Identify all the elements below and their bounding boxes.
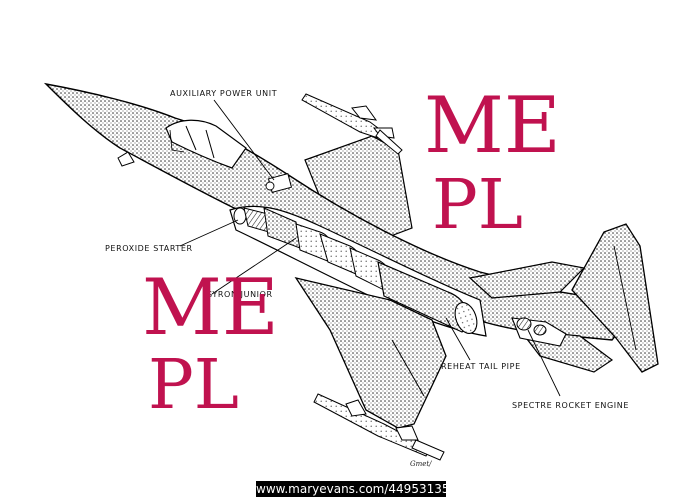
cockpit-canopy: [165, 119, 247, 169]
label-reheat-tail-pipe: REHEAT TAIL PIPE: [441, 362, 521, 371]
image-credit: www.maryevans.com/44953135: [256, 481, 450, 497]
air-intake: [117, 151, 135, 167]
upper-wingtip-missile: [301, 93, 403, 155]
lower-wingtip-missile: [313, 393, 445, 461]
watermark-pl: PL: [432, 166, 523, 245]
label-peroxide-starter: PEROXIDE STARTER: [105, 244, 193, 253]
label-spectre-rocket-engine: SPECTRE ROCKET ENGINE: [512, 401, 629, 410]
artist-signature: Gmet/: [410, 460, 432, 468]
label-gyron-junior: GYRON JUNIOR: [206, 290, 273, 299]
spectre-rocket-engine: [511, 317, 567, 347]
watermark-top-right: ME PL: [424, 81, 561, 245]
leader-lines: [179, 99, 561, 397]
watermark-me: ME: [424, 81, 561, 171]
watermark-bottom-left: ME PL: [142, 263, 279, 425]
tailplane-upper: [468, 261, 586, 299]
lower-wing: [294, 276, 447, 429]
auxiliary-power-unit: [265, 173, 293, 193]
reheat-tail-pipe: [377, 261, 478, 334]
label-auxiliary-power-unit: AUXILIARY POWER UNIT: [170, 89, 277, 98]
watermark-me: ME: [142, 263, 279, 353]
tail-fin: [571, 223, 659, 373]
gyron-junior-engine: [295, 223, 391, 291]
watermark-pl: PL: [148, 346, 239, 425]
